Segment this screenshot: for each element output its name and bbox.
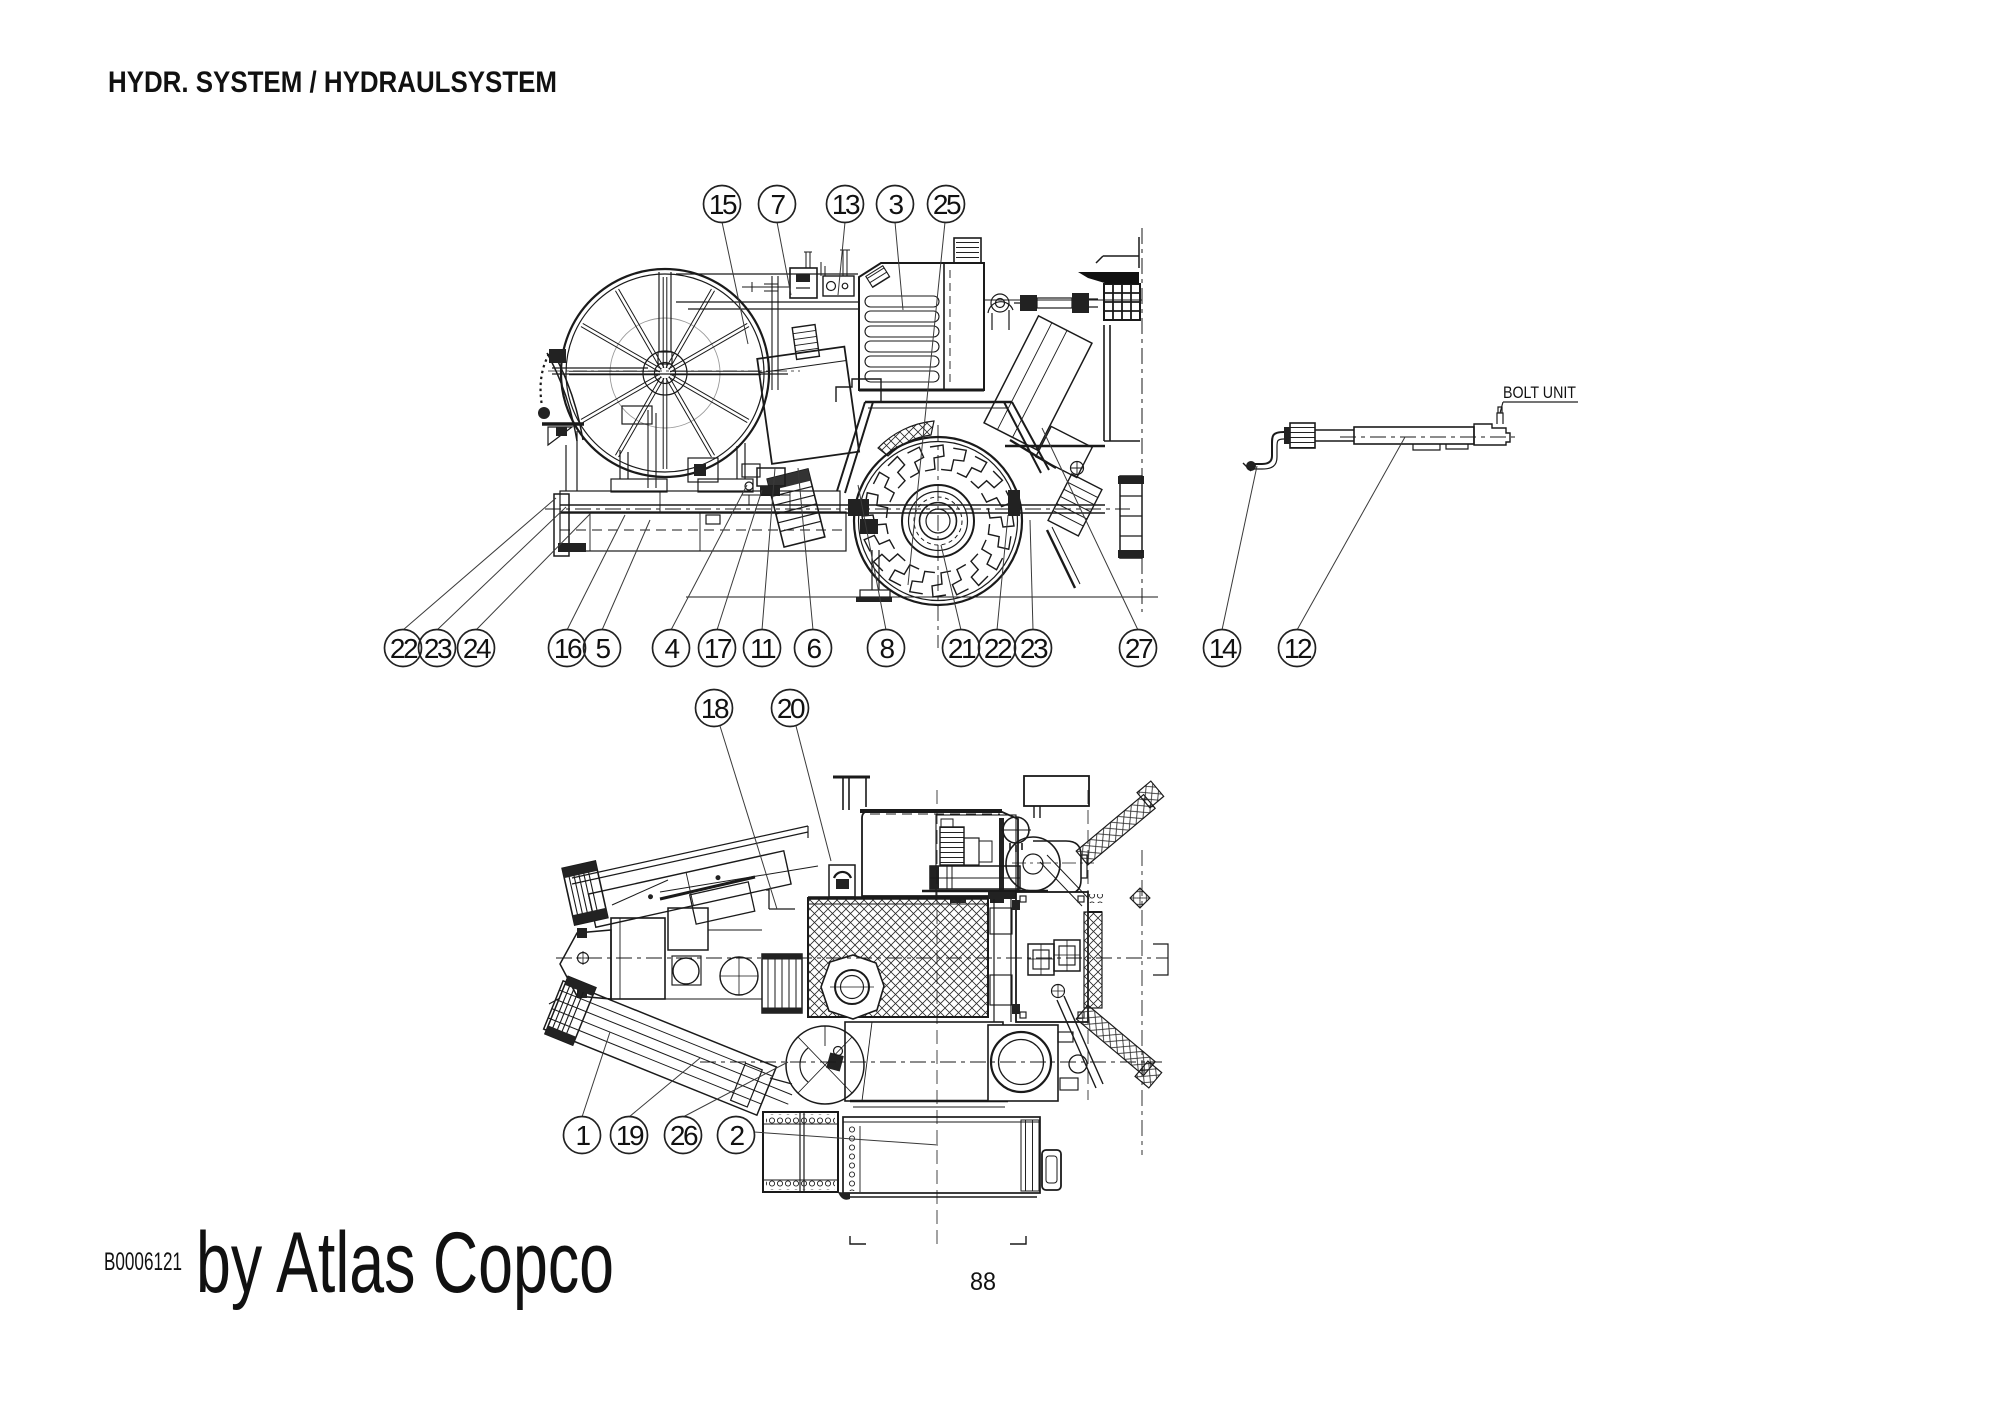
svg-text:27: 27 — [1125, 633, 1153, 664]
svg-text:18: 18 — [701, 693, 729, 724]
svg-text:12: 12 — [1284, 633, 1312, 664]
svg-text:HYDR. SYSTEM / HYDRAULSYSTEM: HYDR. SYSTEM / HYDRAULSYSTEM — [108, 66, 557, 99]
svg-text:6: 6 — [806, 633, 821, 664]
svg-text:19: 19 — [616, 1120, 644, 1151]
svg-text:25: 25 — [933, 189, 961, 220]
svg-text:21: 21 — [948, 633, 976, 664]
svg-text:11: 11 — [750, 633, 776, 664]
svg-text:14: 14 — [1209, 633, 1237, 664]
svg-text:20: 20 — [777, 693, 805, 724]
svg-text:16: 16 — [554, 633, 582, 664]
svg-text:4: 4 — [664, 633, 679, 664]
svg-text:26: 26 — [670, 1120, 698, 1151]
svg-text:8: 8 — [879, 633, 894, 664]
svg-text:88: 88 — [970, 1268, 996, 1296]
svg-text:23: 23 — [1020, 633, 1048, 664]
svg-text:24: 24 — [463, 633, 491, 664]
svg-text:15: 15 — [709, 189, 737, 220]
svg-text:5: 5 — [595, 633, 610, 664]
svg-text:7: 7 — [770, 189, 785, 220]
svg-text:17: 17 — [704, 633, 732, 664]
svg-text:by Atlas Copco: by Atlas Copco — [196, 1215, 614, 1311]
svg-text:B0006121: B0006121 — [104, 1248, 182, 1276]
svg-text:2: 2 — [729, 1120, 744, 1151]
svg-text:1: 1 — [575, 1120, 590, 1151]
svg-text:BOLT UNIT: BOLT UNIT — [1503, 383, 1576, 402]
svg-text:22: 22 — [984, 633, 1012, 664]
svg-text:23: 23 — [424, 633, 452, 664]
svg-text:3: 3 — [888, 189, 903, 220]
svg-text:22: 22 — [390, 633, 418, 664]
svg-text:13: 13 — [832, 189, 860, 220]
